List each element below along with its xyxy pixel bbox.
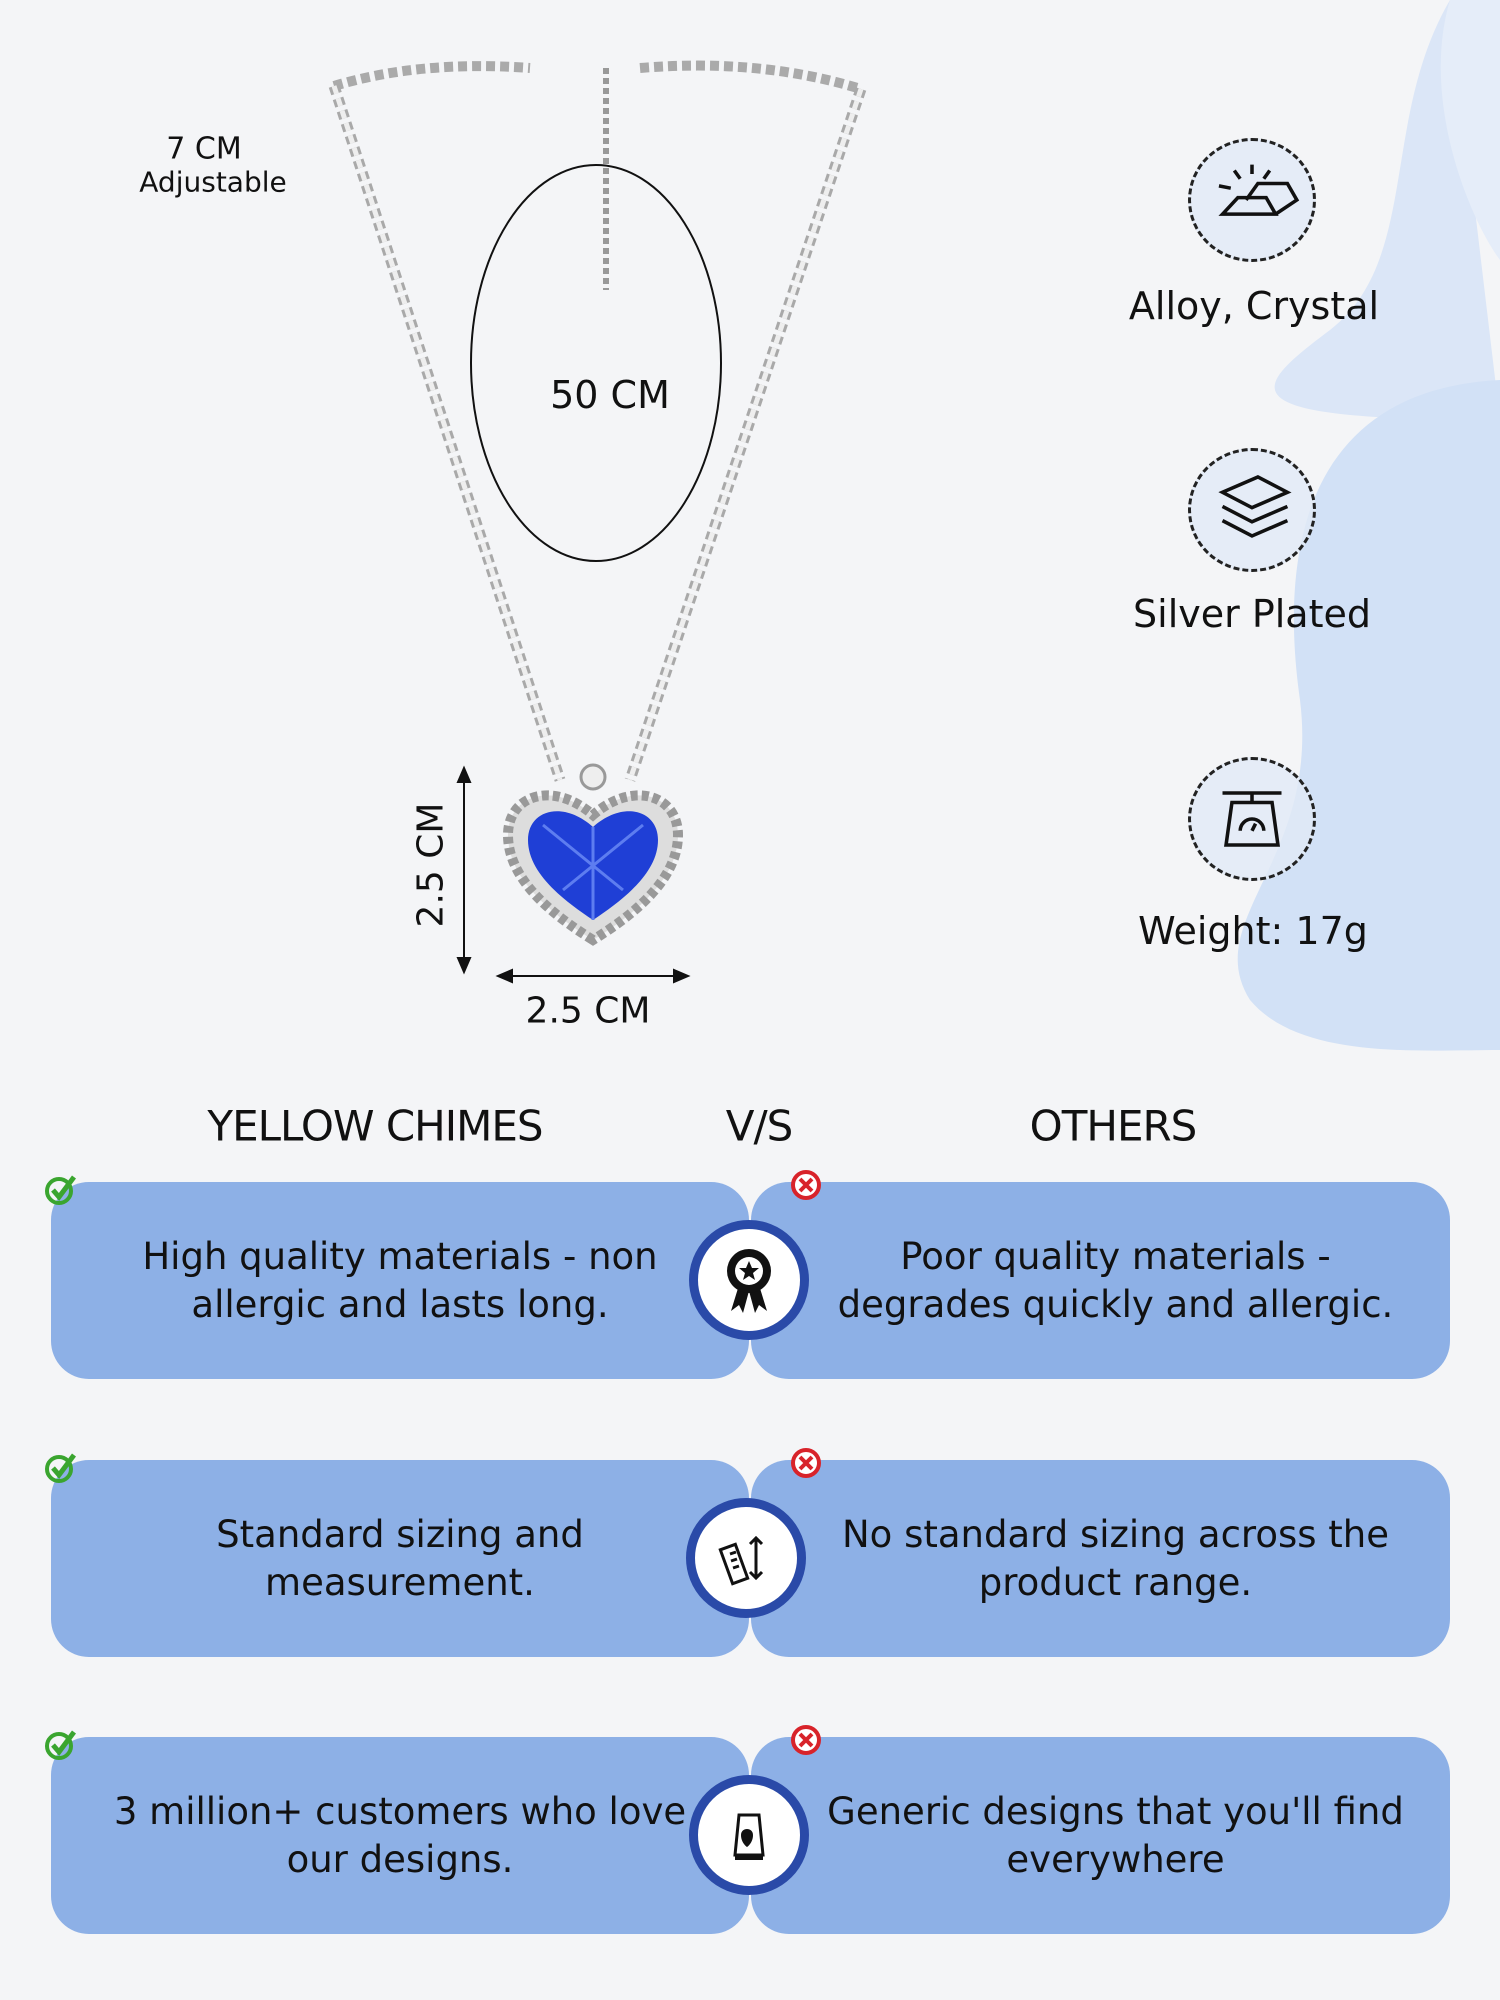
adjustable-label: Adjustable [139,165,287,199]
adjustable-length-label: 7 CM [166,131,242,167]
brand-header: YELLOW CHIMES [207,1101,543,1151]
ours-card: 3 million+ customers who love our design… [51,1737,749,1934]
layers-icon [1188,448,1316,572]
vs-header: V/S [725,1101,794,1151]
chain-length-outline [470,164,722,562]
award-badge-icon [689,1220,809,1340]
ours-text: High quality materials - non allergic an… [142,1234,658,1326]
ruler-icon [686,1498,806,1618]
others-card: Generic designs that you'll find everywh… [751,1737,1450,1934]
ours-text: 3 million+ customers who love our design… [113,1789,687,1881]
check-icon [45,1453,76,1483]
cross-icon [791,1448,821,1478]
others-text: Poor quality materials - degrades quickl… [837,1234,1394,1326]
cross-icon [791,1725,821,1755]
others-text: Generic designs that you'll find everywh… [827,1789,1404,1881]
necklace-image [328,60,867,984]
others-text: No standard sizing across the product ra… [842,1512,1389,1604]
heart-pendant [502,763,684,946]
ours-text: Standard sizing and measurement. [216,1512,584,1604]
feature-label: Alloy, Crystal [1128,284,1380,328]
feature-label: Silver Plated [1133,592,1371,636]
feature-label: Weight: 17g [1138,909,1368,953]
others-header: OTHERS [1029,1101,1198,1151]
chain-length-label: 50 CM [550,373,670,417]
cross-icon [791,1170,821,1200]
scale-icon [1188,757,1316,881]
others-card: Poor quality materials - degrades quickl… [751,1182,1450,1379]
ours-card: High quality materials - non allergic an… [51,1182,749,1379]
dimension-arrows [456,765,691,984]
check-icon [45,1730,76,1760]
pendant-height-label: 2.5 CM [410,802,452,928]
customer-love-icon [689,1775,809,1895]
metal-bars-icon [1188,138,1316,262]
others-card: No standard sizing across the product ra… [751,1460,1450,1657]
ours-card: Standard sizing and measurement. [51,1460,749,1657]
pendant-width-label: 2.5 CM [525,990,651,1032]
check-icon [45,1175,76,1205]
